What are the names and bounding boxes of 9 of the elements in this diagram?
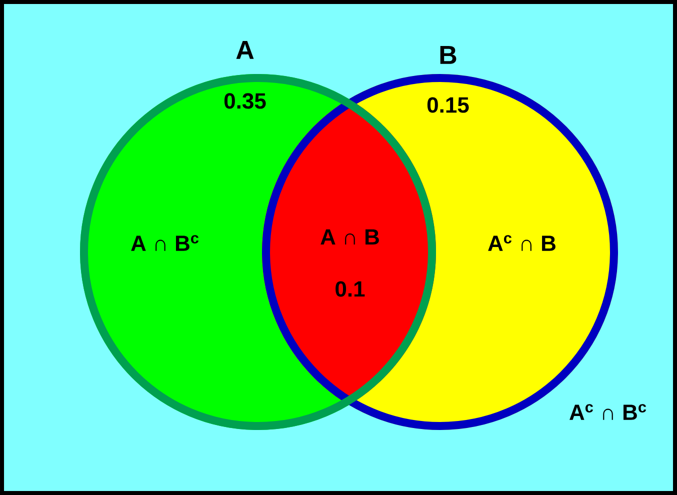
probability-value: 0.15 (427, 97, 469, 113)
region-label: A$^{c}$ ∩ B$^{c}$ (570, 404, 646, 420)
region-label: A ∩ B$^{c}$ (131, 235, 199, 251)
region-label: A$^{c}$ ∩ B (488, 235, 556, 251)
set-label: B (440, 46, 456, 64)
region-label: A ∩ B (320, 229, 379, 245)
probability-value: 0.1 (336, 281, 365, 297)
probability-value: 0.35 (224, 93, 266, 109)
set-label: A (236, 41, 254, 59)
